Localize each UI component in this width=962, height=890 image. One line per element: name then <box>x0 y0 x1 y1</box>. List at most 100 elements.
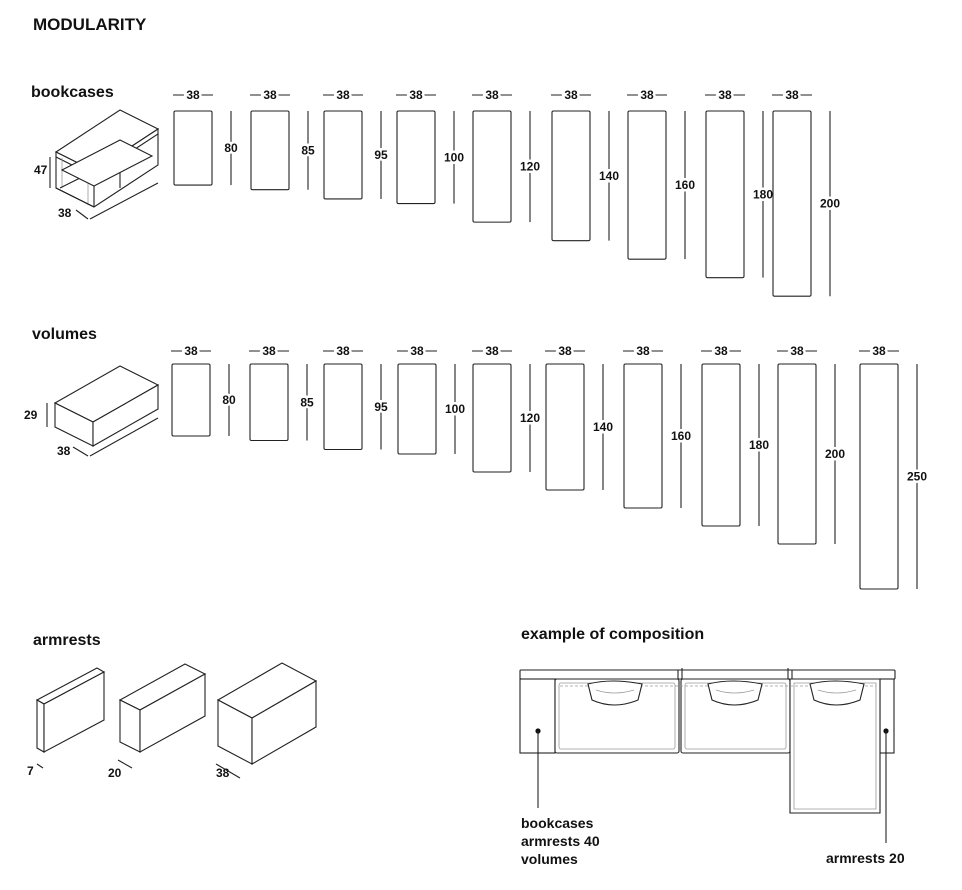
volume-module-80-width-label: 38 <box>184 344 198 358</box>
bookcase-iso-depth-line <box>75 209 89 220</box>
volume-module-80-height-label: 80 <box>222 393 236 407</box>
volume-module-250: 38 250 <box>859 342 930 590</box>
bookcase-module-180-outline <box>705 110 745 279</box>
volume-module-100: 38 100 <box>397 342 468 455</box>
bookcase-module-140-width-label: 38 <box>564 88 578 102</box>
armrest-38-width-line <box>215 763 241 779</box>
bookcase-module-200-outline <box>772 110 812 297</box>
volume-module-120: 38 120 <box>472 342 543 473</box>
volume-module-95-height-label: 95 <box>374 400 388 414</box>
callout-volumes: volumes <box>521 851 578 867</box>
volume-module-180: 38 180 <box>701 342 772 527</box>
bookcase-module-180-height-label: 180 <box>753 187 773 201</box>
bookcase-module-160-outline <box>627 110 667 260</box>
callout-armrests-20: armrests 20 <box>826 850 905 866</box>
volume-module-95-width-label: 38 <box>336 344 350 358</box>
bookcase-module-100: 38 100 <box>396 86 467 205</box>
volume-module-200: 38 200 <box>777 342 848 545</box>
volume-module-160-width-label: 38 <box>636 344 650 358</box>
volume-iso-depth-line <box>72 446 89 457</box>
armrest-7-width-line <box>36 763 44 769</box>
volume-module-95-outline <box>323 363 363 451</box>
volume-module-200-width-label: 38 <box>790 344 804 358</box>
callout-armrests-40: armrests 40 <box>521 833 600 849</box>
bookcase-module-120: 38 120 <box>472 86 543 223</box>
volume-module-120-outline <box>472 363 512 473</box>
armrest-20-width-label: 20 <box>108 766 122 780</box>
volume-module-200-outline <box>777 363 817 545</box>
volume-module-200-height-label: 200 <box>825 447 845 461</box>
volume-module-80-outline <box>171 363 211 437</box>
volume-module-250-outline <box>859 363 899 590</box>
volumes-heading: volumes <box>32 326 97 343</box>
volume-module-180-outline <box>701 363 741 527</box>
volume-module-120-height-label: 120 <box>520 411 540 425</box>
volume-module-160-height-label: 160 <box>671 429 691 443</box>
volume-module-120-width-label: 38 <box>485 344 499 358</box>
armrest-7-width-label: 7 <box>27 764 34 778</box>
volume-iso-depth-label: 38 <box>57 444 71 458</box>
composition-callout-left: bookcases armrests 40 volumes <box>521 815 600 867</box>
armrest-20-width-line <box>117 759 133 769</box>
bookcase-module-85-height-label: 85 <box>301 143 315 157</box>
bookcase-module-100-height-label: 100 <box>444 150 464 164</box>
callout-bookcases: bookcases <box>521 815 594 831</box>
volume-modules: 38 80 38 85 38 95 38 100 38 120 38 140 38 160 38 180 38 2… <box>171 342 930 590</box>
volume-iso-base-line <box>89 417 159 457</box>
bookcase-iso-height-label: 47 <box>34 163 48 177</box>
volume-module-160: 38 160 <box>623 342 694 509</box>
bookcase-module-85: 38 85 <box>250 86 317 191</box>
bookcase-module-95-height-label: 95 <box>374 148 388 162</box>
bookcase-module-200-height-label: 200 <box>820 197 840 211</box>
volume-module-85-outline <box>249 363 289 442</box>
volume-module-95: 38 95 <box>323 342 390 451</box>
volume-module-250-height-label: 250 <box>907 470 927 484</box>
volume-module-100-outline <box>397 363 437 455</box>
volume-module-180-height-label: 180 <box>749 438 769 452</box>
bookcase-module-85-outline <box>250 110 290 191</box>
volume-module-100-height-label: 100 <box>445 402 465 416</box>
bookcase-module-200-width-label: 38 <box>785 88 799 102</box>
volume-iso-drawing <box>53 365 160 447</box>
volume-module-85: 38 85 <box>249 342 316 442</box>
armrest-20-drawing <box>118 663 207 753</box>
volume-module-85-height-label: 85 <box>300 395 314 409</box>
bookcase-module-80-height-label: 80 <box>224 141 238 155</box>
composition-heading: example of composition <box>521 626 704 643</box>
bookcase-module-85-width-label: 38 <box>263 88 277 102</box>
volume-module-140-height-label: 140 <box>593 420 613 434</box>
volume-module-250-width-label: 38 <box>872 344 886 358</box>
bookcase-module-200: 38 200 <box>772 86 843 297</box>
volume-module-140-width-label: 38 <box>558 344 572 358</box>
volume-module-140: 38 140 <box>545 342 616 491</box>
volume-module-180-width-label: 38 <box>714 344 728 358</box>
volume-module-100-width-label: 38 <box>410 344 424 358</box>
bookcase-module-95-outline <box>323 110 363 200</box>
volume-iso-height-label: 29 <box>24 408 38 422</box>
armrest-7-drawing <box>35 667 106 753</box>
volume-module-140-outline <box>545 363 585 491</box>
armrest-38-drawing <box>216 662 318 765</box>
page-title: MODULARITY <box>33 15 147 34</box>
bookcase-module-120-height-label: 120 <box>520 160 540 174</box>
bookcase-module-80: 38 80 <box>173 86 240 186</box>
bookcase-module-160: 38 160 <box>627 86 698 260</box>
bookcase-modules: 3880388538953810038120381403816038180382… <box>173 86 843 297</box>
bookcase-module-120-width-label: 38 <box>485 88 499 102</box>
volume-module-80: 38 80 <box>171 342 238 437</box>
bookcase-module-120-outline <box>472 110 512 223</box>
bookcases-heading: bookcases <box>31 84 114 101</box>
bookcase-module-100-width-label: 38 <box>409 88 423 102</box>
bookcase-module-160-width-label: 38 <box>640 88 654 102</box>
volume-module-160-outline <box>623 363 663 509</box>
bookcase-module-80-width-label: 38 <box>186 88 200 102</box>
volume-module-85-width-label: 38 <box>262 344 276 358</box>
bookcase-module-100-outline <box>396 110 436 205</box>
bookcase-module-160-height-label: 160 <box>675 178 695 192</box>
bookcase-iso-base-line <box>89 182 159 220</box>
bookcase-iso-drawing <box>54 109 160 208</box>
